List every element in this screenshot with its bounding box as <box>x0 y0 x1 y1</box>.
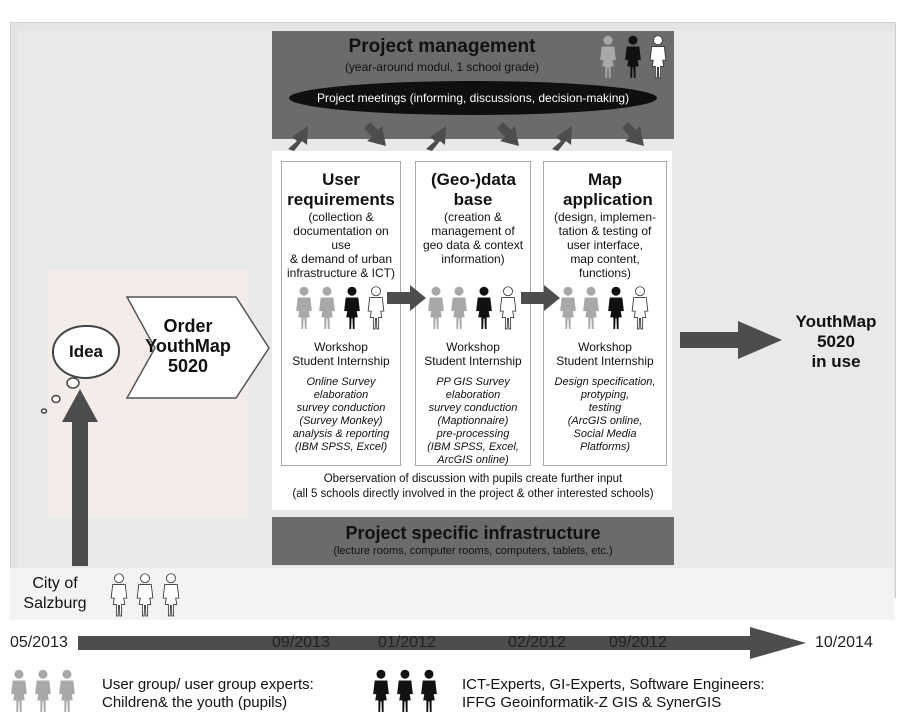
order-label: Order YouthMap 5020 <box>145 316 231 376</box>
down-arrow-icon <box>497 122 519 146</box>
project-meetings-ellipse: Project meetings (informing, discussions… <box>289 81 657 115</box>
column-user-requirements: User requirements (collection & document… <box>281 161 401 466</box>
person-figure-icon <box>162 573 180 617</box>
person-figure-icon <box>35 669 51 712</box>
person-figure-icon <box>110 573 128 617</box>
observation-note: Oberservation of discussion with pupils … <box>292 473 654 500</box>
right-arrow-icon <box>387 285 426 311</box>
timeline-mark-label: 01/2012 <box>378 634 436 651</box>
city-people <box>110 573 180 617</box>
up-arrow-icon <box>552 126 572 151</box>
project-management-title: Project management <box>348 36 536 57</box>
up-arrow-icon <box>288 126 308 151</box>
column-methods: Online Survey elaboration survey conduct… <box>292 376 390 453</box>
infrastructure-title: Project specific infrastructure <box>345 523 601 543</box>
column-methods: Design specification, protyping, testing… <box>554 376 656 453</box>
timeline-end-label: 10/2014 <box>815 634 873 651</box>
idea-thought-bubble: Idea <box>52 325 120 379</box>
down-arrow-icon <box>364 122 386 146</box>
timeline-mark-label: 02/2012 <box>508 634 566 651</box>
person-figure-icon <box>59 669 75 712</box>
person-figure-icon <box>11 669 27 712</box>
timeline-start-label: 05/2013 <box>10 634 68 651</box>
city-strip <box>10 568 894 620</box>
timeline-arrow-icon <box>78 627 806 659</box>
up-arrow-icon <box>426 126 446 151</box>
column-geodata-base: (Geo-)data base (creation & management o… <box>415 161 531 466</box>
city-label: City of Salzburg <box>23 575 87 612</box>
person-figure-icon <box>397 669 413 712</box>
down-arrow-icon <box>622 122 644 146</box>
column-workshop: Workshop Student Internship <box>292 340 390 368</box>
column-methods: PP GIS Survey elaboration survey conduct… <box>427 376 519 466</box>
project-management-subtitle: (year-around modul, 1 school grade) <box>344 60 540 74</box>
column-title: User requirements <box>287 170 395 209</box>
person-figure-icon <box>136 573 154 617</box>
column-title: (Geo-)data base <box>431 170 516 209</box>
timeline-mark-label: 09/2012 <box>609 634 667 651</box>
column-workshop: Workshop Student Internship <box>556 340 654 368</box>
person-figure-icon <box>421 669 437 712</box>
thought-dot <box>66 377 80 389</box>
legend-users-text: User group/ user group experts: Children… <box>102 676 314 711</box>
column-title: Map application <box>563 170 653 209</box>
thought-dot <box>40 408 48 414</box>
youthmap-in-use-label: YouthMap 5020 in use <box>795 312 877 371</box>
order-chevron <box>125 296 270 399</box>
legend-expert-people <box>373 669 437 712</box>
legend-user-people <box>11 669 75 712</box>
legend-experts-text: ICT-Experts, GI-Experts, Software Engine… <box>462 676 765 711</box>
column-map-application: Map application (design, implemen- tatio… <box>543 161 667 466</box>
column-workshop: Workshop Student Internship <box>424 340 522 368</box>
thought-dot <box>51 394 61 404</box>
project-infrastructure-box: Project specific infrastructure (lecture… <box>272 517 674 565</box>
infrastructure-subtitle: (lecture rooms, computer rooms, computer… <box>333 545 613 557</box>
timeline-mark-label: 09/2013 <box>272 634 330 651</box>
column-description: (collection & documentation on use & dem… <box>286 210 396 280</box>
up-arrow-icon <box>62 389 98 566</box>
right-arrow-icon <box>521 285 560 311</box>
column-description: (creation & management of geo data & con… <box>422 210 524 266</box>
person-figure-icon <box>373 669 389 712</box>
column-description: (design, implemen- tation & testing of u… <box>553 210 657 280</box>
right-arrow-icon <box>680 321 782 359</box>
